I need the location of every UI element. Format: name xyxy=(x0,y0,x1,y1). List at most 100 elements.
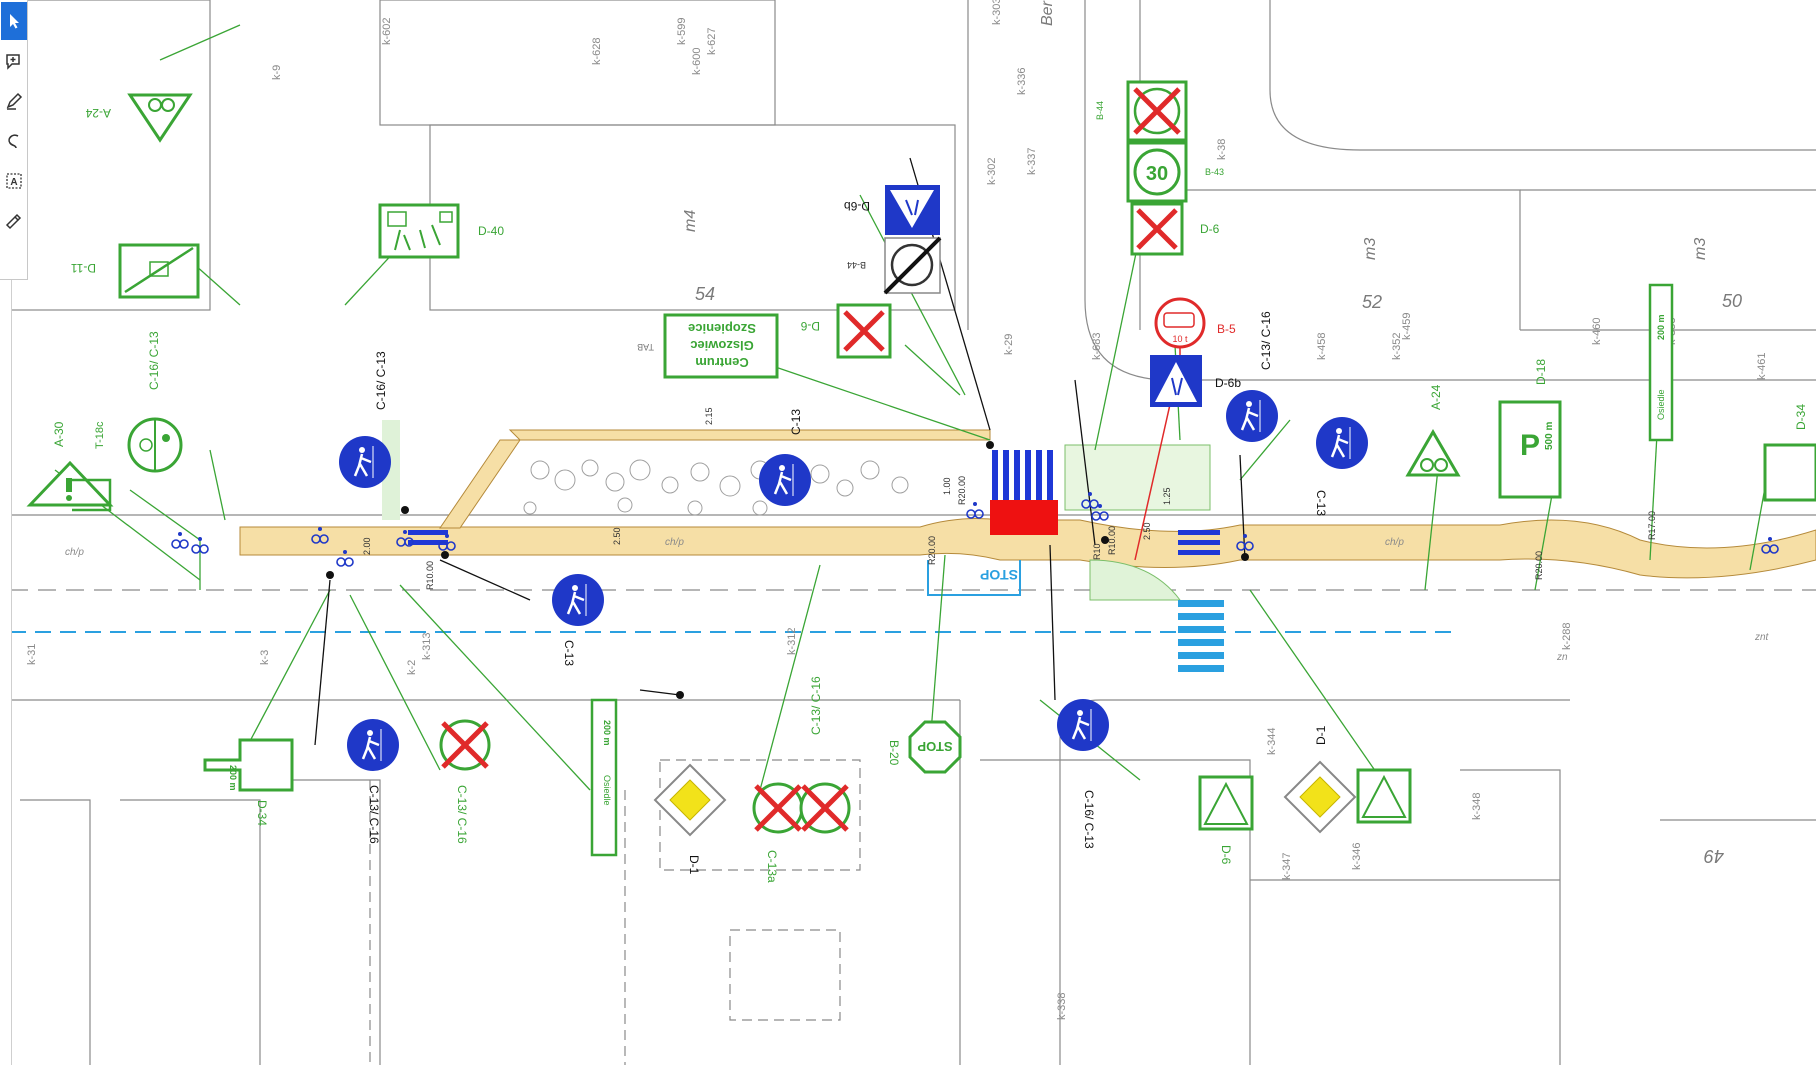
elevation-label: k-288 xyxy=(1561,622,1573,650)
sign-tool[interactable] xyxy=(1,202,27,240)
sign-code-b43: B-43 xyxy=(1205,167,1224,177)
building-s2 xyxy=(980,759,1251,1065)
svg-text:A: A xyxy=(10,177,17,188)
crossed-out-signs xyxy=(439,719,851,834)
pedestrian-crossing-south xyxy=(1178,600,1224,672)
sign-code-c13c16-bottom-cross: C-13/ C-16 xyxy=(455,785,469,844)
mandatory-sign-c13-icon[interactable] xyxy=(1316,417,1368,469)
elevation-label: k-683 xyxy=(1091,332,1103,360)
red-cycle-crossing xyxy=(990,500,1058,535)
sign-osiedle-bottom[interactable]: 200 m Osiedle xyxy=(590,698,618,857)
mandatory-sign-c13-icon[interactable] xyxy=(552,574,604,626)
elevation-label: k-29 xyxy=(1003,334,1015,355)
map-labels: 54 52 50 49 m4 m3 m3 Ber xyxy=(682,0,1742,866)
elevation-label: k-302 xyxy=(986,157,998,185)
dimension-label: R10 xyxy=(1092,543,1102,560)
building-mark-m3a: m3 xyxy=(1362,238,1379,260)
mandatory-sign-c13-icon[interactable] xyxy=(1057,699,1109,751)
dimension-label: R10.00 xyxy=(425,561,435,590)
parking-distance: 500 m xyxy=(1544,422,1555,450)
sign-stack-right[interactable]: 30 B-44 B-43 D-6 xyxy=(1095,80,1224,256)
sign-code-d1-bottom: D-1 xyxy=(687,855,701,875)
cycle-symbol-icon xyxy=(438,534,456,551)
sign-c16c13-left[interactable]: C-16/ C-13 xyxy=(127,331,183,473)
sign-a30[interactable]: A-30 T-18c xyxy=(26,421,114,512)
sign-osiedle-right[interactable]: Osiedle 200 m xyxy=(1648,283,1674,442)
sign-d40[interactable]: D-40 xyxy=(378,203,504,259)
text-box-tool[interactable]: A xyxy=(1,162,27,200)
cycle-symbol-icon xyxy=(191,537,209,554)
cycle-symbol-icon xyxy=(1236,534,1254,551)
highlight-tool[interactable] xyxy=(1,82,27,120)
comment-plus-icon xyxy=(6,54,20,70)
mandatory-sign-c13-icon[interactable] xyxy=(1226,390,1278,442)
dimension-label: R10.00 xyxy=(1107,526,1117,555)
elevation-label: k-628 xyxy=(591,37,603,65)
building-number-50: 50 xyxy=(1722,291,1742,311)
street-label-ber: Ber xyxy=(1039,0,1056,26)
sign-a24-right[interactable]: A-24 xyxy=(1405,384,1461,477)
poles xyxy=(326,441,1249,699)
sign-d6-bottom[interactable]: D-6 xyxy=(1198,775,1254,865)
distance-200-bottom: 200 m xyxy=(228,765,238,791)
crossed-out-sign-icon[interactable] xyxy=(799,782,851,834)
elevation-label: k-461 xyxy=(1756,352,1768,380)
signature-pen-icon xyxy=(5,213,22,230)
osiedle-text-bottom: Osiedle xyxy=(602,775,612,806)
select-tool[interactable] xyxy=(1,2,27,40)
sign-d34-right[interactable]: D-34 xyxy=(1763,404,1816,502)
sign-code-d11: D-11 xyxy=(71,261,96,275)
sign-code-d6b-top: D-6b xyxy=(844,199,870,213)
sign-code-c13c16-bottom-mid: C-13/ C-16 xyxy=(809,676,823,735)
cycle-symbol-icon xyxy=(311,527,329,544)
sign-code-b44-right: B-44 xyxy=(1095,101,1105,120)
sign-d18[interactable]: P 500 m D-18 xyxy=(1498,359,1562,499)
text-box-icon: A xyxy=(6,173,22,189)
sign-d1-right[interactable]: D-1 xyxy=(1283,725,1357,834)
sign-d6b-top[interactable]: D-6b B-44 xyxy=(844,185,942,295)
cycle-path xyxy=(239,518,1816,579)
side-street-south-east xyxy=(1059,699,1570,1065)
building-s1 xyxy=(290,779,381,1065)
elevation-label: k-600 xyxy=(691,47,703,75)
cycle-symbol-icon xyxy=(1081,492,1099,509)
dimension-label: 2.15 xyxy=(704,407,714,425)
crossed-out-sign-icon[interactable] xyxy=(752,782,804,834)
osiedle-text-right: Osiedle xyxy=(1656,389,1666,420)
mandatory-sign-c13-icon[interactable] xyxy=(339,436,391,488)
sign-d34-bottom[interactable]: 200 m D-34 xyxy=(203,738,294,826)
sign-code-b5: B-5 xyxy=(1217,322,1236,336)
sign-a24-top[interactable]: A-24 xyxy=(85,93,193,143)
small-map-label: ch/p xyxy=(65,547,84,558)
mandatory-sign-c13-icon[interactable] xyxy=(759,454,811,506)
sign-code-c13a: C-13a xyxy=(765,850,779,883)
sign-direction-board[interactable]: Szopienice Glszowiec Centrum TAB xyxy=(637,313,779,379)
cycle-symbol-icon xyxy=(171,532,189,549)
bus-shelter xyxy=(659,759,861,871)
sign-d6b-right[interactable]: D-6b xyxy=(1150,355,1241,407)
draw-tool[interactable] xyxy=(1,122,27,160)
elevation-label: k-312 xyxy=(786,627,798,655)
dimension-label: R20.00 xyxy=(1534,551,1544,580)
sign-code-a24-top: A-24 xyxy=(85,106,111,120)
sign-d6-mid[interactable]: D-6 xyxy=(800,303,892,359)
elevation-label: k-313 xyxy=(421,632,433,660)
mandatory-sign-c13-icon[interactable] xyxy=(347,719,399,771)
cursor-arrow-icon xyxy=(10,14,19,29)
sign-d11[interactable]: D-11 xyxy=(71,243,200,299)
add-comment-tool[interactable] xyxy=(1,42,27,80)
pen-icon xyxy=(6,92,23,110)
sign-b20-stop[interactable]: STOP B-20 xyxy=(887,720,962,774)
elevation-label: k-347 xyxy=(1281,852,1293,880)
sign-b5[interactable]: 10 t B-5 xyxy=(1134,297,1236,561)
crossed-out-sign-icon[interactable] xyxy=(439,719,491,771)
sign-d6-bottom-2[interactable] xyxy=(1356,768,1412,824)
board-line-szopienice: Szopienice xyxy=(688,321,756,336)
elevation-label: k-346 xyxy=(1351,842,1363,870)
cycle-symbol-icon xyxy=(1091,504,1109,521)
sign-d1-bottom[interactable]: D-1 xyxy=(653,763,727,875)
elevation-label: k-348 xyxy=(1471,792,1483,820)
